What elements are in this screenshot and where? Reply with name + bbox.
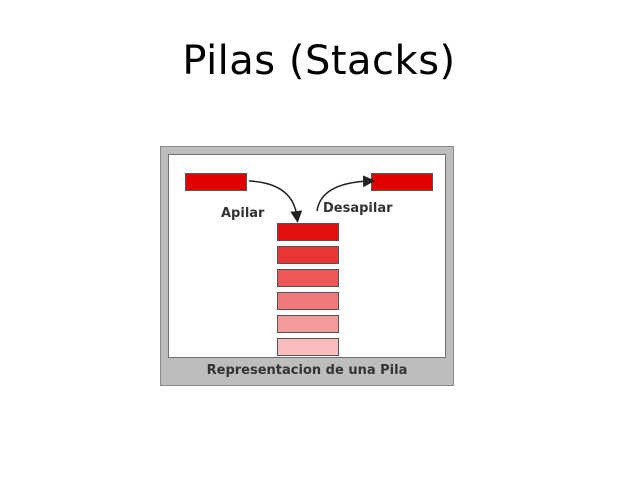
pop-arrow — [316, 175, 375, 212]
stack-diagram: Apilar Desapilar Representacion de una P… — [160, 146, 454, 386]
incoming-block — [185, 173, 247, 191]
diagram-canvas: Apilar Desapilar — [168, 154, 446, 358]
pop-label: Desapilar — [323, 201, 393, 216]
push-label: Apilar — [221, 206, 265, 221]
stack-block-4 — [277, 292, 339, 310]
diagram-caption: Representacion de una Pila — [206, 363, 408, 378]
stack-block-6 — [277, 338, 339, 356]
slide-title: Pilas (Stacks) — [182, 38, 456, 84]
stack-block-5 — [277, 315, 339, 333]
push-arrow — [248, 180, 303, 223]
stack-block-2 — [277, 246, 339, 264]
arrows — [248, 175, 375, 223]
stack-block-3 — [277, 269, 339, 287]
stack-block-1 — [277, 223, 339, 241]
